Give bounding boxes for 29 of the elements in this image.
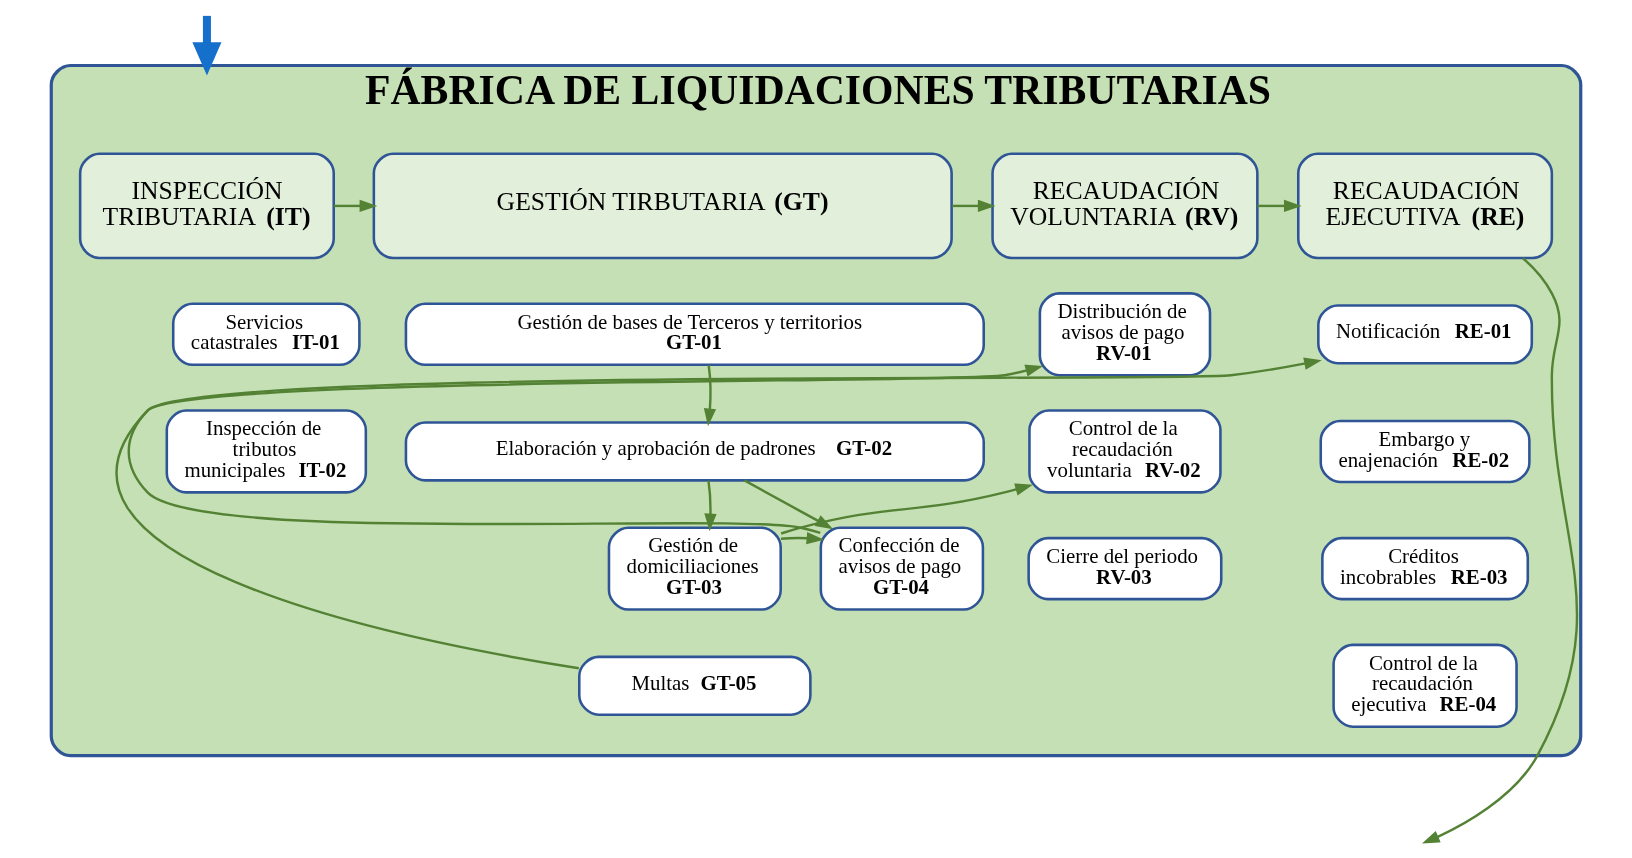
node-box: Embargo y enajenación RE-02	[1319, 419, 1531, 484]
arrow	[1257, 199, 1302, 213]
node-box: Inspección de tributos municipales IT-02	[165, 409, 368, 494]
arrow	[703, 365, 717, 427]
node-box: Control de la recaudación ejecutiva RE-04	[1332, 643, 1518, 728]
arrow	[1421, 257, 1578, 844]
arrow	[116, 357, 1322, 670]
node-box: GESTIÓN TIRBUTARIA (GT)	[372, 152, 953, 260]
arrow	[952, 199, 996, 213]
node-box: Créditos incobrables RE-03	[1321, 536, 1530, 601]
arrow	[333, 199, 378, 213]
arrow	[192, 15, 222, 76]
node-box: Notificación RE-01	[1317, 304, 1534, 365]
node-box: Distribución de avisos de pago RV-01	[1038, 292, 1212, 377]
node-box: Gestión de domiciliaciones GT-03	[607, 526, 782, 611]
node-box: Gestión de bases de Terceros y territorios GT-01	[404, 302, 985, 367]
arrow	[128, 364, 1044, 534]
arrow	[704, 480, 717, 532]
arrow	[780, 531, 825, 545]
node-box: RECAUDACIÓN VOLUNTARIA (RV)	[991, 152, 1259, 260]
node-box: INSPECCIÓN TRIBUTARIA (IT)	[78, 152, 335, 260]
node-box: Servicios catastrales IT-01	[171, 302, 361, 367]
node-box: Confección de avisos de pago GT-04	[819, 526, 985, 611]
arrow	[780, 483, 1033, 535]
node-box: Multas GT-05	[578, 655, 812, 716]
node-box: Cierre del periodo RV-03	[1027, 536, 1223, 601]
node-box: RECAUDACIÓN EJECUTIVA (RE)	[1297, 152, 1554, 260]
node-box: Elaboración y aprobación de padrones GT-02	[404, 421, 985, 482]
node-box: Control de la recaudación voluntaria RV-02	[1028, 409, 1222, 494]
